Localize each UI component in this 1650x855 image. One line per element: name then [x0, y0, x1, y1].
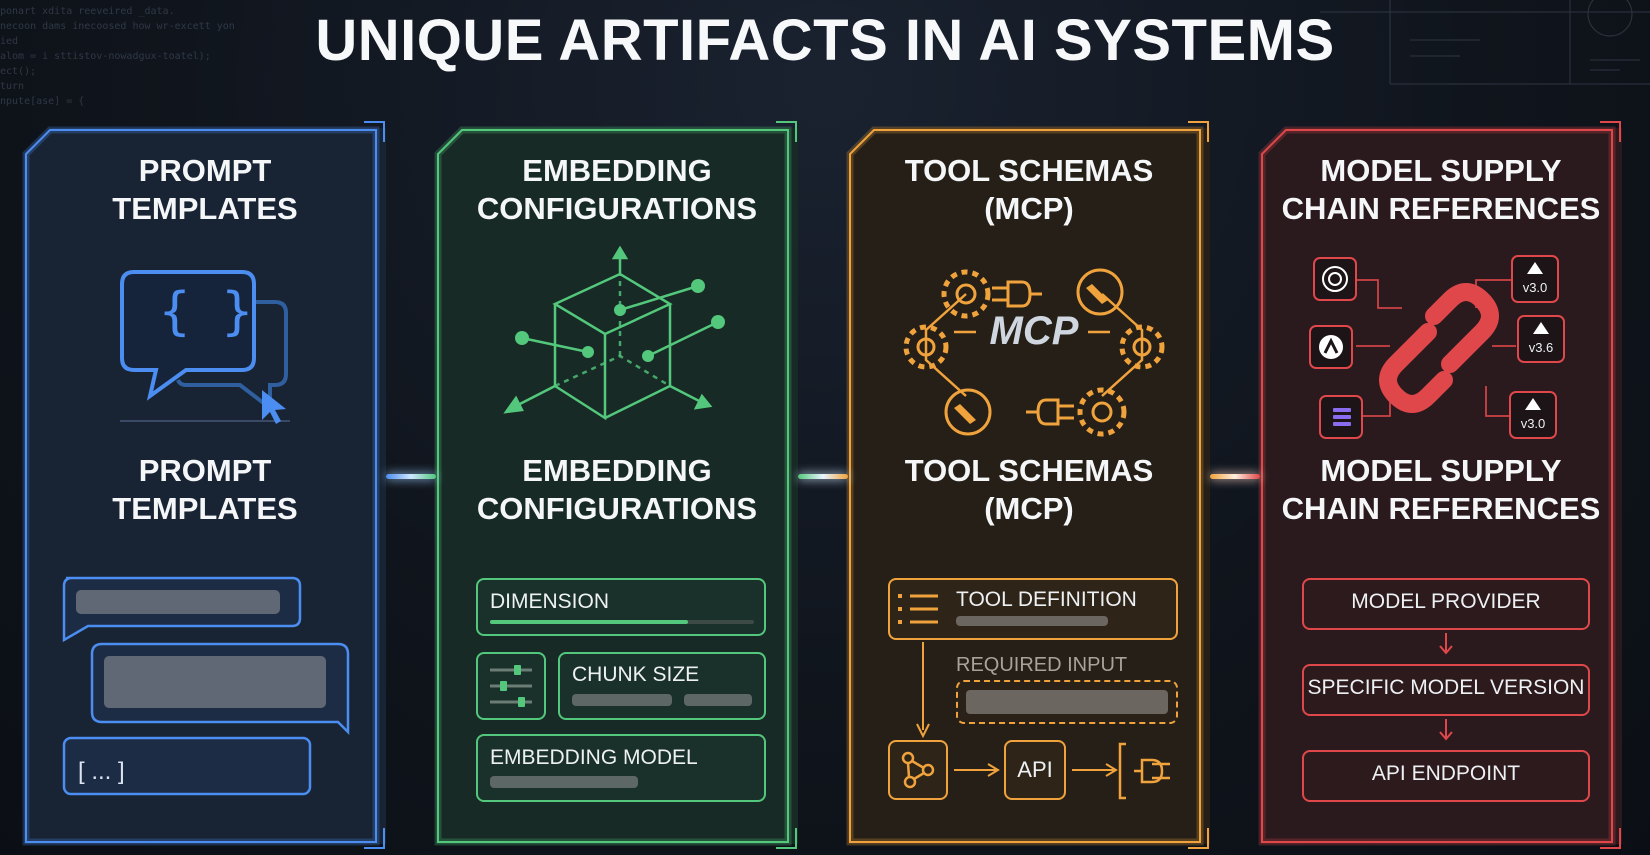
title-line: MODEL SUPPLY: [1320, 453, 1562, 488]
version-badge: v3.6: [1528, 340, 1554, 355]
vector-cube-icon: [503, 246, 725, 421]
mcp-gears-icon: MCP: [903, 268, 1165, 437]
embedding-configurations-title-top: EMBEDDING CONFIGURATIONS: [436, 152, 798, 228]
title-line: CHAIN REFERENCES: [1281, 491, 1601, 526]
tool-definition-bar: [956, 616, 1108, 626]
connector-1-2: [386, 474, 436, 479]
version-badge: v3.0: [1520, 416, 1546, 431]
arrow-down-icon: [1439, 633, 1453, 655]
model-supply-chain-title-top: MODEL SUPPLY CHAIN REFERENCES: [1260, 152, 1622, 228]
model-supply-chain-title-bottom: MODEL SUPPLY CHAIN REFERENCES: [1260, 452, 1622, 528]
model-provider-box: [1302, 578, 1590, 630]
title-line: PROMPT: [138, 153, 272, 188]
title-line: TEMPLATES: [112, 191, 298, 226]
api-endpoint-label: API ENDPOINT: [1371, 762, 1521, 785]
dimension-fill: [490, 620, 688, 624]
arrow-down-icon: [1439, 719, 1453, 741]
embedding-model-box: [476, 734, 766, 802]
chunk-size-bar: [684, 694, 752, 706]
chain-link-icon: [1309, 255, 1565, 439]
title-line: MODEL SUPPLY: [1320, 153, 1562, 188]
background-circuit-decoration: [1320, 0, 1650, 85]
arrow-right-icon: [1072, 763, 1118, 777]
mcp-logo-text: MCP: [990, 309, 1079, 353]
model-version-label: SPECIFIC MODEL VERSION: [1307, 676, 1585, 699]
title-line: EMBEDDING: [522, 453, 712, 488]
network-nodes-icon: [901, 751, 935, 789]
dimension-label: DIMENSION: [490, 590, 610, 613]
placeholder-text: [ ... ]: [78, 758, 125, 785]
page-title: UNIQUE ARTIFACTS IN AI SYSTEMS: [315, 8, 1335, 73]
chunk-size-box: [558, 652, 766, 720]
tool-node-box: [888, 740, 948, 800]
prompt-templates-title-bottom: PROMPT TEMPLATES: [24, 452, 386, 528]
embedding-model-bar: [490, 776, 638, 788]
version-badge: v3.0: [1522, 280, 1548, 295]
sliders-icon: [490, 665, 532, 707]
title-line: CHAIN REFERENCES: [1281, 191, 1601, 226]
tool-definition-label: TOOL DEFINITION: [956, 588, 1137, 611]
chat-bubble-braces-icon: [120, 270, 290, 424]
embedding-configurations-title-bottom: EMBEDDING CONFIGURATIONS: [436, 452, 798, 528]
title-line: TOOL SCHEMAS: [904, 153, 1154, 188]
required-input-label: REQUIRED INPUT: [956, 654, 1128, 676]
braces-glyph: { }: [159, 282, 253, 342]
model-version-box: [1302, 664, 1590, 716]
api-label: API: [1017, 757, 1053, 782]
title-line: (MCP): [984, 491, 1074, 526]
flow-arrow-down: [916, 642, 930, 738]
chunk-size-bar: [572, 694, 672, 706]
background-code: ponart xdita reeveired _data. necoon dam…: [0, 6, 235, 107]
title-line: CONFIGURATIONS: [476, 491, 758, 526]
prompt-bubbles-illustration: [62, 576, 350, 796]
prompt-templates-title-top: PROMPT TEMPLATES: [24, 152, 386, 228]
required-input-bar: [966, 690, 1168, 714]
tool-schemas-title-top: TOOL SCHEMAS (MCP): [848, 152, 1210, 228]
title-line: CONFIGURATIONS: [476, 191, 758, 226]
tool-schemas-title-bottom: TOOL SCHEMAS (MCP): [848, 452, 1210, 528]
list-icon: [898, 594, 938, 624]
arrow-right-icon: [954, 763, 1000, 777]
embedding-model-label: EMBEDDING MODEL: [490, 746, 698, 769]
model-provider-label: MODEL PROVIDER: [1351, 590, 1541, 613]
title-line: EMBEDDING: [522, 153, 712, 188]
connector-3-4: [1210, 474, 1260, 479]
title-line: (MCP): [984, 191, 1074, 226]
connector-2-3: [798, 474, 848, 479]
api-endpoint-box: [1302, 750, 1590, 802]
plug-icon: [1118, 742, 1170, 800]
title-line: PROMPT: [138, 453, 272, 488]
api-box: [1004, 740, 1066, 800]
title-line: TEMPLATES: [112, 491, 298, 526]
dimension-box: [476, 578, 766, 636]
chunk-size-label: CHUNK SIZE: [572, 663, 700, 686]
title-line: TOOL SCHEMAS: [904, 453, 1154, 488]
